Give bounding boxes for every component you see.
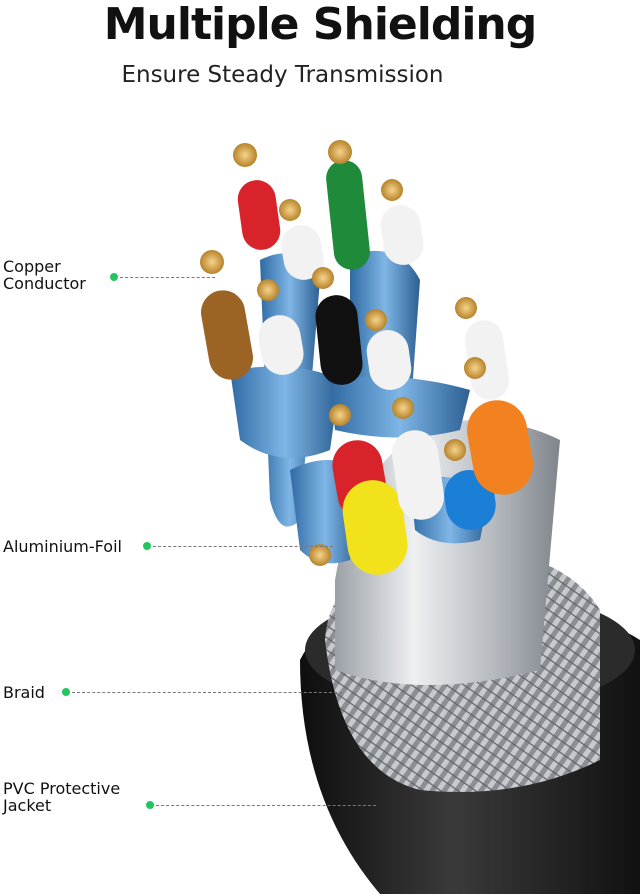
callout-copper-conductor-label: Copper Conductor [3,258,86,292]
callout-foil-line1: Aluminium-Foil [3,537,122,556]
callout-aluminium-foil-label: Aluminium-Foil [3,538,122,555]
callout-braid-label: Braid [3,684,45,701]
callout-pvc-jacket-label: PVC Protective Jacket [3,780,120,814]
page-title: Multiple Shielding [103,0,537,50]
insulated-wires [201,160,534,575]
callout-braid-leader [72,692,342,693]
callout-braid-dot [62,688,70,696]
callout-pvc-line1: PVC Protective [3,779,121,798]
cable-cross-section-illustration [200,140,640,894]
callout-pvc-line2: Jacket [3,796,52,815]
callout-foil-leader [153,546,333,547]
copper-conductor-ends [200,140,486,566]
callout-pvc-dot [146,801,154,809]
callout-copper-dot [110,273,118,281]
callout-copper-line2: Conductor [3,274,86,293]
page-subtitle: Ensure Steady Transmission [121,62,444,88]
callout-copper-leader [120,277,215,278]
callout-braid-line1: Braid [3,683,45,702]
callout-pvc-leader [156,805,376,806]
callout-copper-line1: Copper [3,257,61,276]
callout-foil-dot [143,542,151,550]
